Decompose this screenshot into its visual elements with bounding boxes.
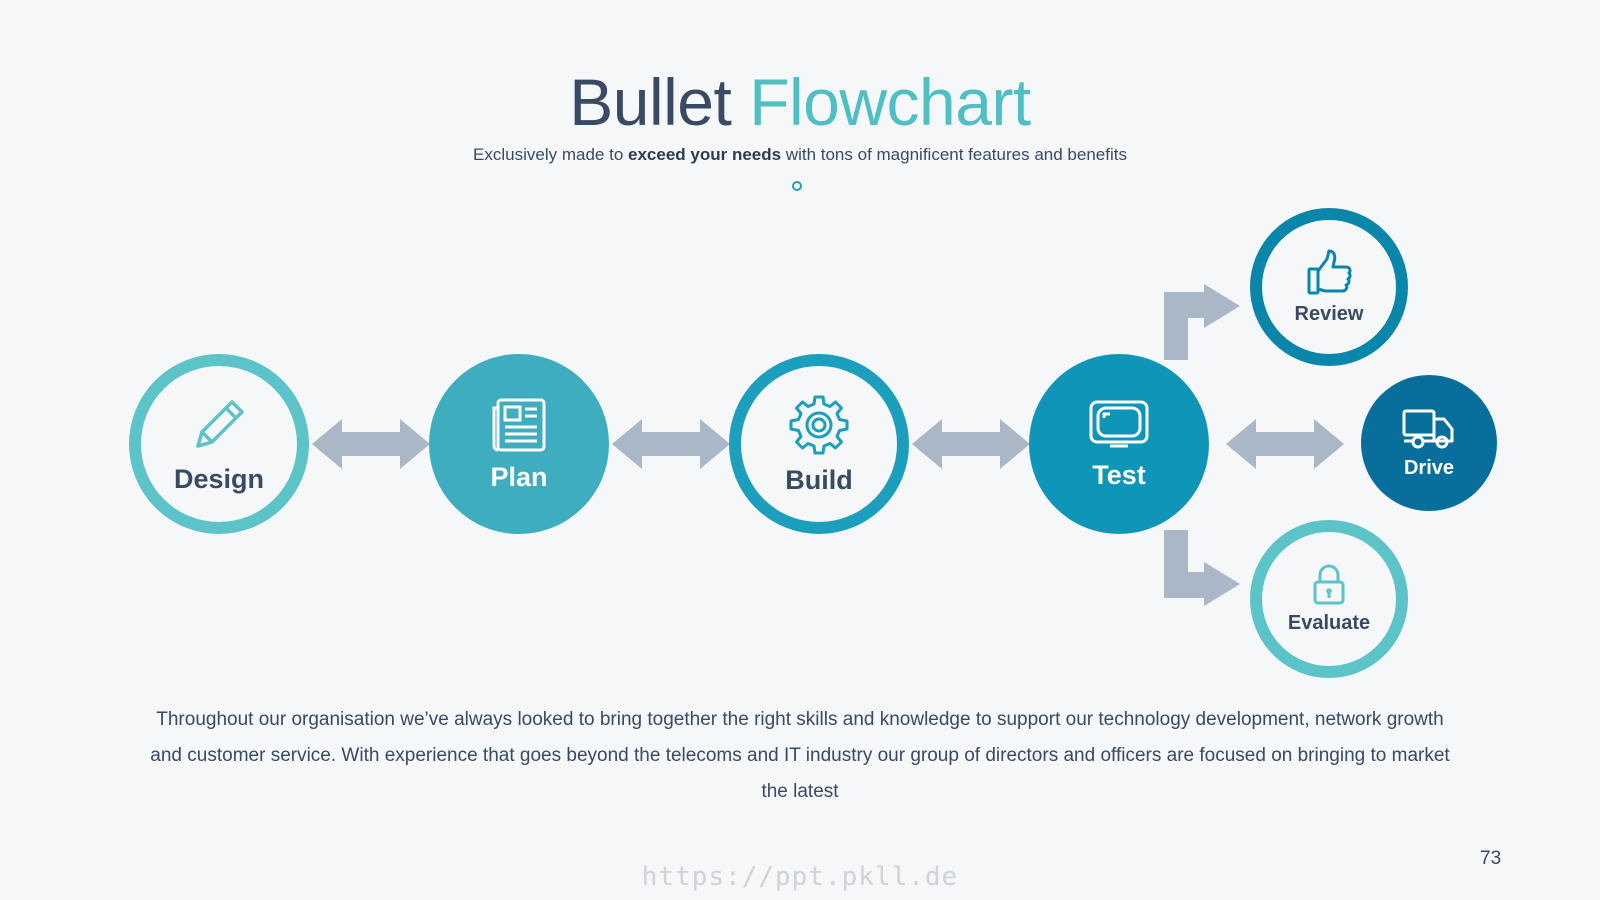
node-drive-label: Drive: [1403, 456, 1455, 479]
node-build[interactable]: Build: [729, 354, 909, 534]
page-number: 73: [1480, 848, 1502, 869]
body-paragraph: Throughout our organisation we’ve always…: [150, 709, 1450, 802]
node-test-label: Test: [1092, 459, 1146, 490]
watermark: https://ppt.pkll.de: [641, 862, 959, 892]
title-part-1: Bullet: [569, 65, 732, 139]
elbow-arrow-test-review: [1164, 284, 1240, 360]
node-build-label: Build: [785, 464, 853, 495]
node-drive[interactable]: Drive: [1361, 375, 1497, 511]
slide-subtitle: Exclusively made to exceed your needs wi…: [0, 144, 1600, 166]
subtitle-pre: Exclusively made to: [473, 145, 628, 164]
elbow-arrow-test-evaluate: [1164, 530, 1240, 606]
node-review-label: Review: [1294, 302, 1364, 325]
double-arrow-build-test: [912, 419, 1030, 469]
thumbs-up-icon: [1307, 249, 1352, 294]
subtitle-post: with tons of magnificent features and be…: [781, 145, 1127, 164]
decorative-dot: [792, 181, 802, 191]
pencil-icon: [196, 399, 244, 448]
node-design-label: Design: [173, 463, 265, 494]
node-design[interactable]: Design: [129, 354, 309, 534]
node-evaluate[interactable]: Evaluate: [1250, 520, 1408, 678]
double-arrow-test-drive: [1226, 419, 1344, 469]
monitor-icon: [1089, 400, 1149, 447]
gear-icon: [789, 395, 849, 454]
truck-icon: [1402, 409, 1454, 448]
slide-title: Bullet Flowchart: [0, 62, 1600, 142]
node-plan[interactable]: Plan: [429, 354, 609, 534]
newspaper-icon: [492, 398, 546, 451]
subtitle-bold: exceed your needs: [628, 145, 782, 164]
node-plan-label: Plan: [490, 461, 548, 492]
title-part-2: Flowchart: [749, 65, 1031, 139]
double-arrow-design-plan: [312, 419, 430, 469]
node-evaluate-label: Evaluate: [1287, 611, 1371, 634]
double-arrow-plan-build: [612, 419, 730, 469]
lock-icon: [1313, 564, 1345, 604]
node-review[interactable]: Review: [1250, 208, 1408, 366]
node-test[interactable]: Test: [1029, 354, 1209, 534]
